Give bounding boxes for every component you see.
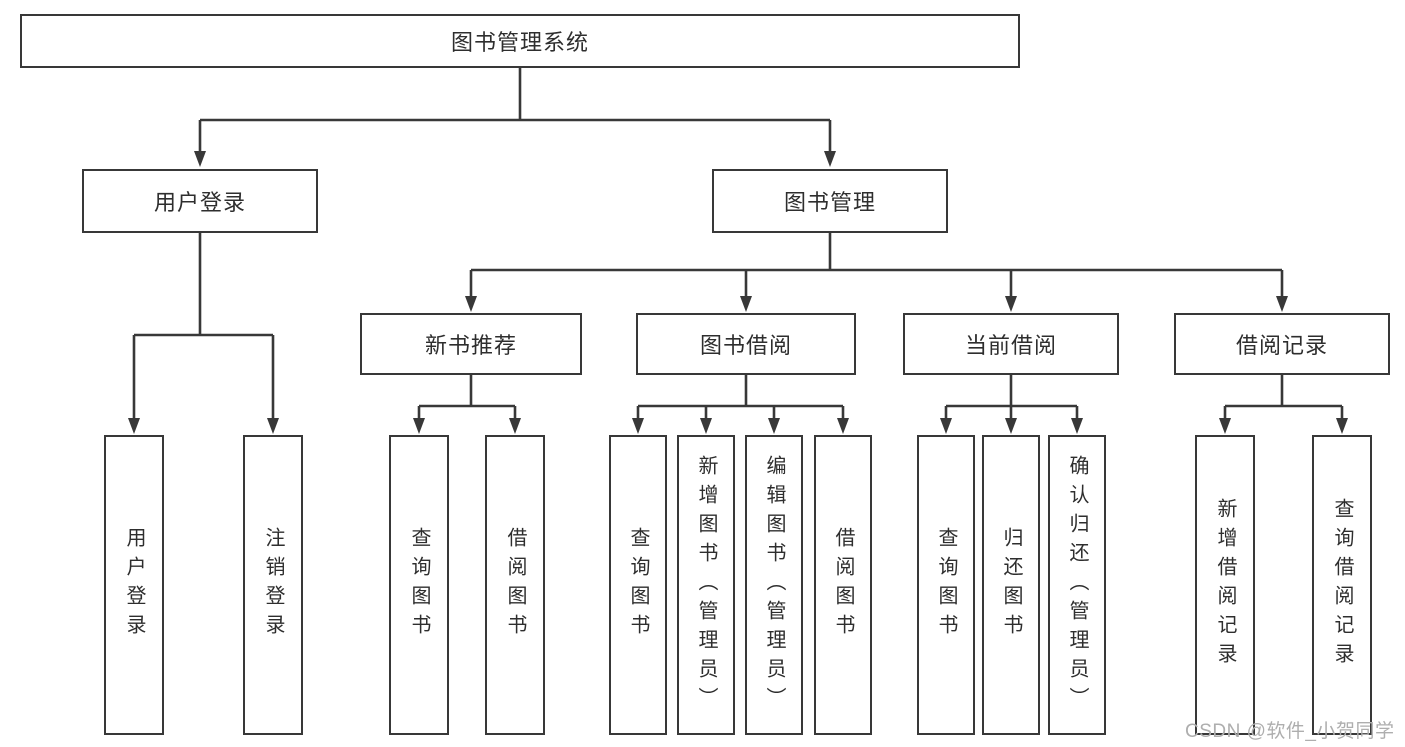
leaf-current-query-book: 查询图书 bbox=[917, 435, 975, 735]
leaf-add-borrow-record-label: 新增借阅记录 bbox=[1214, 498, 1236, 672]
leaf-current-query-book-label: 查询图书 bbox=[935, 527, 957, 643]
node-book-management: 图书管理 bbox=[712, 169, 948, 233]
leaf-borrow-query-book-label: 查询图书 bbox=[627, 527, 649, 643]
leaf-recommend-borrow-book-label: 借阅图书 bbox=[504, 527, 526, 643]
leaf-recommend-query-book: 查询图书 bbox=[389, 435, 449, 735]
node-current-borrow-label: 当前借阅 bbox=[964, 333, 1057, 358]
leaf-confirm-return-admin: 确认归还（管理员） bbox=[1048, 435, 1106, 735]
leaf-borrow-book-label: 借阅图书 bbox=[832, 527, 854, 643]
leaf-return-book-label: 归还图书 bbox=[1000, 527, 1022, 643]
node-root-label: 图书管理系统 bbox=[450, 30, 589, 55]
csdn-watermark: CSDN @软件_小贺同学 bbox=[1185, 721, 1395, 742]
node-new-book-recommend: 新书推荐 bbox=[360, 313, 582, 375]
leaf-add-book-admin: 新增图书（管理员） bbox=[677, 435, 735, 735]
node-book-borrow: 图书借阅 bbox=[636, 313, 856, 375]
leaf-recommend-borrow-book: 借阅图书 bbox=[485, 435, 545, 735]
leaf-confirm-return-admin-label: 确认归还（管理员） bbox=[1066, 454, 1088, 716]
leaf-edit-book-admin-label: 编辑图书（管理员） bbox=[763, 454, 785, 716]
node-user-login: 用户登录 bbox=[82, 169, 318, 233]
node-book-management-label: 图书管理 bbox=[783, 190, 876, 215]
leaf-user-login: 用户登录 bbox=[104, 435, 164, 735]
leaf-add-borrow-record: 新增借阅记录 bbox=[1195, 435, 1255, 735]
leaf-query-borrow-record-label: 查询借阅记录 bbox=[1331, 498, 1353, 672]
leaf-query-borrow-record: 查询借阅记录 bbox=[1312, 435, 1372, 735]
leaf-edit-book-admin: 编辑图书（管理员） bbox=[745, 435, 803, 735]
node-borrow-record-label: 借阅记录 bbox=[1235, 333, 1328, 358]
node-current-borrow: 当前借阅 bbox=[903, 313, 1119, 375]
node-new-book-recommend-label: 新书推荐 bbox=[424, 333, 517, 358]
node-book-borrow-label: 图书借阅 bbox=[699, 333, 792, 358]
leaf-borrow-query-book: 查询图书 bbox=[609, 435, 667, 735]
leaf-logout: 注销登录 bbox=[243, 435, 303, 735]
leaf-recommend-query-book-label: 查询图书 bbox=[408, 527, 430, 643]
leaf-user-login-label: 用户登录 bbox=[123, 527, 145, 643]
node-user-login-label: 用户登录 bbox=[153, 190, 246, 215]
leaf-logout-label: 注销登录 bbox=[262, 527, 284, 643]
leaf-return-book: 归还图书 bbox=[982, 435, 1040, 735]
node-borrow-record: 借阅记录 bbox=[1174, 313, 1390, 375]
leaf-borrow-book: 借阅图书 bbox=[814, 435, 872, 735]
leaf-add-book-admin-label: 新增图书（管理员） bbox=[695, 454, 717, 716]
node-root: 图书管理系统 bbox=[20, 14, 1020, 68]
